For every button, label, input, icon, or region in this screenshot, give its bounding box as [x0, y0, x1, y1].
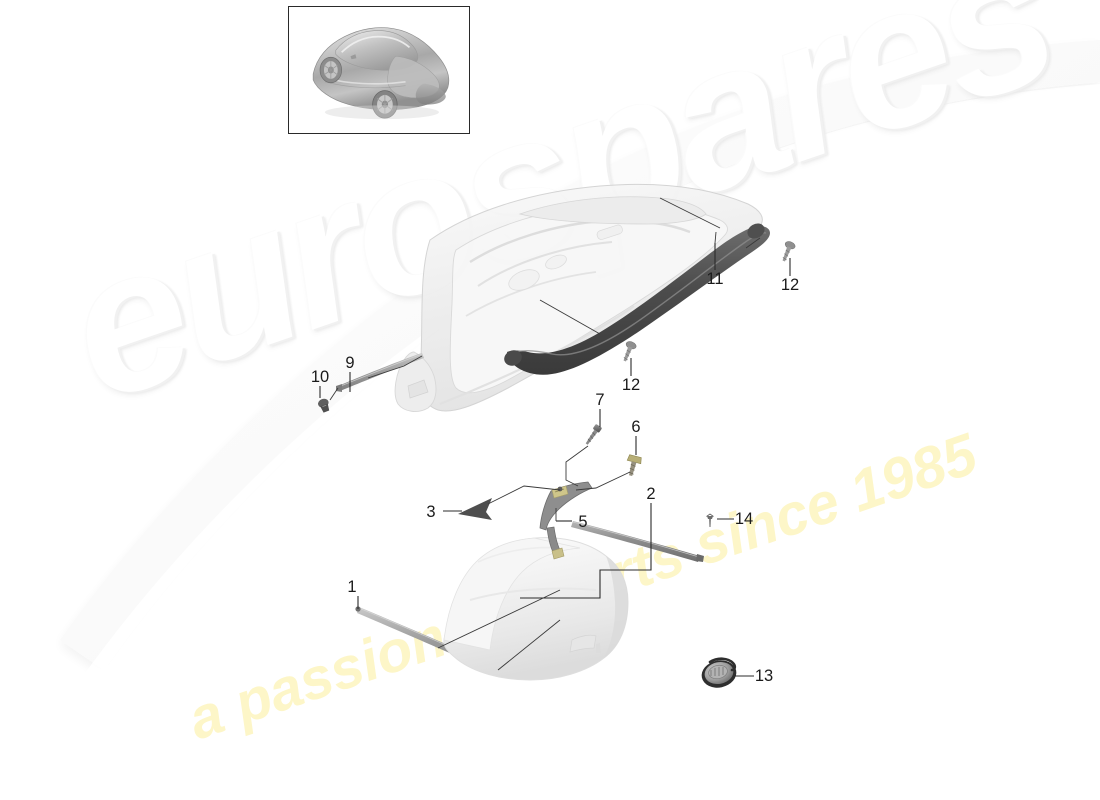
- part-3-arrow-marker: [458, 498, 492, 520]
- callout-6: 6: [631, 418, 640, 436]
- callout-12-upper: 12: [781, 276, 799, 294]
- callout-10: 10: [311, 368, 329, 386]
- callout-labels: 1 2 3 5 6 7 9 10 11 12 12 13 14: [311, 270, 799, 685]
- part-5-guide-bracket: [539, 481, 593, 560]
- leader-lines: [319, 197, 791, 677]
- part-2-window-guide-rail: [571, 521, 704, 562]
- part-12-retaining-screw-lower: [623, 341, 637, 362]
- body-shell-structure: [394, 183, 763, 412]
- door-panel: [443, 537, 629, 681]
- part-10-clip-fastener: [318, 398, 330, 413]
- callout-13: 13: [755, 667, 773, 685]
- callout-9: 9: [345, 354, 354, 372]
- callout-5: 5: [578, 513, 587, 531]
- part-9-upper-trim-strip: [336, 353, 424, 392]
- part-7-tapping-screw: [585, 424, 602, 445]
- callout-2: 2: [646, 485, 655, 503]
- part-12-retaining-screw-upper: [782, 241, 796, 262]
- callout-14: 14: [735, 510, 753, 528]
- callout-3: 3: [426, 503, 435, 521]
- part-6-hex-flange-screw: [626, 454, 642, 476]
- vehicle-thumbnail-image: [312, 27, 450, 120]
- part-13-sealing-grommet: [701, 657, 737, 688]
- callout-12-lower: 12: [622, 376, 640, 394]
- callout-7: 7: [595, 391, 604, 409]
- part-11-roof-weatherstrip: [504, 223, 770, 375]
- callout-11: 11: [706, 270, 723, 288]
- callout-1: 1: [347, 578, 356, 596]
- vehicle-model-thumbnail: [288, 6, 470, 134]
- part-14-expanding-rivet: [706, 513, 714, 527]
